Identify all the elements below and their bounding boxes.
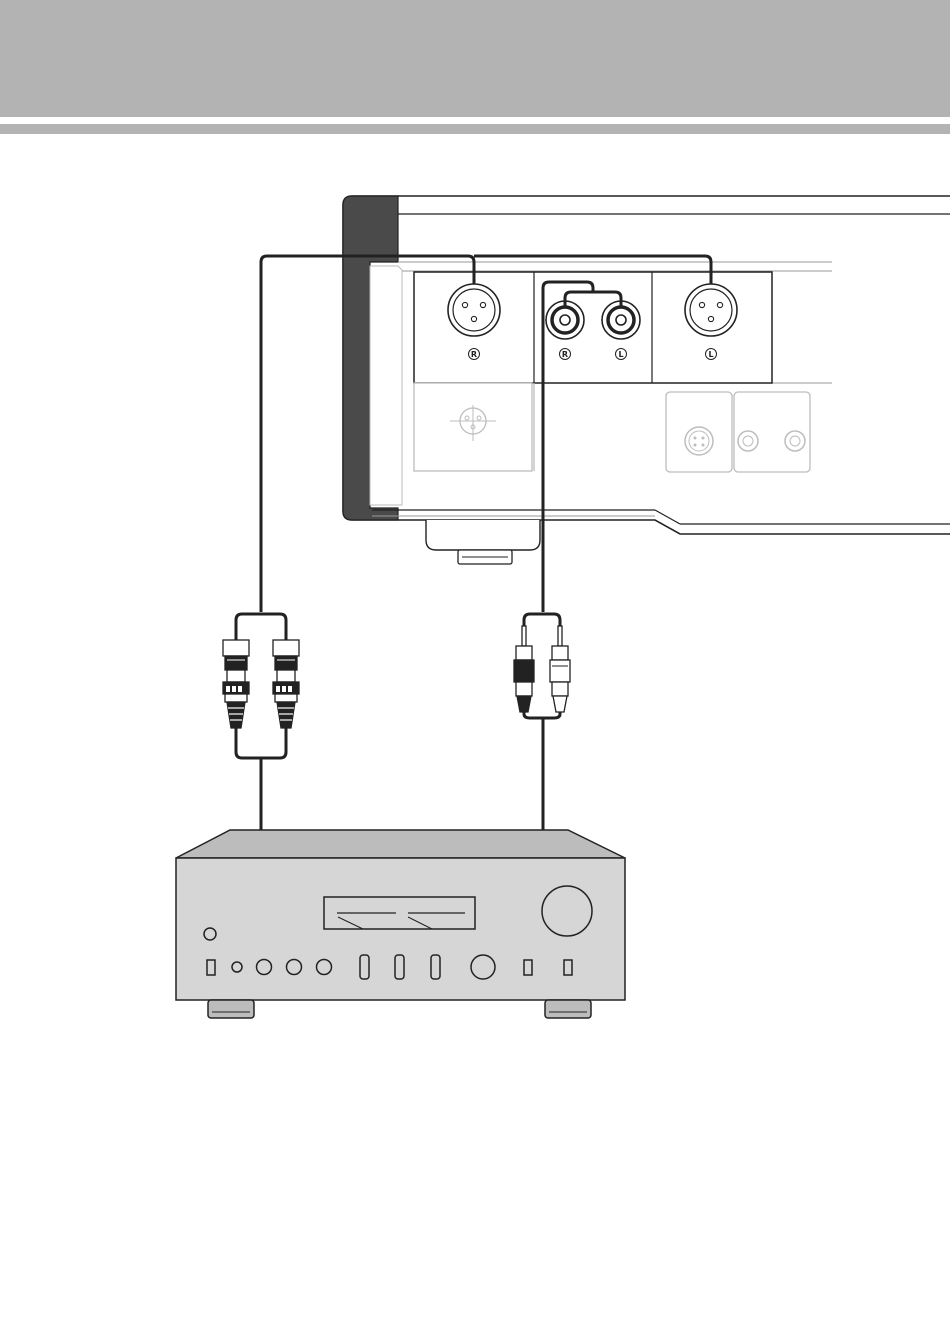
svg-text:L: L <box>618 350 623 359</box>
rca-plug-icon <box>514 626 534 712</box>
power-switch <box>207 960 215 975</box>
input-knob <box>471 955 495 979</box>
switch <box>524 960 532 975</box>
svg-text:R: R <box>562 350 568 359</box>
volume-knob <box>542 886 592 936</box>
xlr-plug-icon <box>273 640 299 728</box>
player-rear-panel: R R L <box>343 196 950 564</box>
tone-knob <box>395 955 404 979</box>
selector-knob <box>317 960 332 975</box>
selector-knob <box>257 960 272 975</box>
power-indicator <box>204 928 216 940</box>
rca-plug-icon <box>550 626 570 712</box>
selector-knob <box>287 960 302 975</box>
unbalanced-out-left-jack[interactable] <box>602 301 640 339</box>
svg-text:L: L <box>708 350 713 359</box>
switch <box>564 960 572 975</box>
player-foot <box>426 520 540 564</box>
balanced-out-right-jack[interactable] <box>448 284 500 336</box>
tone-knob <box>360 955 369 979</box>
tone-knob <box>431 955 440 979</box>
unbalanced-out-right-jack[interactable] <box>546 301 584 339</box>
balanced-out-left-jack[interactable] <box>685 284 737 336</box>
svg-text:R: R <box>471 350 477 359</box>
amplifier <box>176 830 625 1018</box>
xlr-plug-icon <box>223 640 249 728</box>
headphone-jack <box>232 962 242 972</box>
